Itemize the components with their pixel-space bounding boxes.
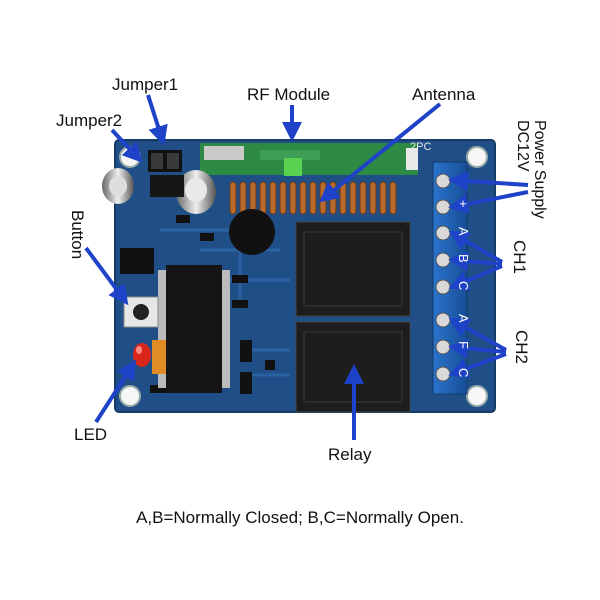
dip-ic: [158, 265, 230, 393]
relay-label: Relay: [328, 445, 372, 464]
ch2-arrow-b: [448, 338, 507, 359]
capacitor: [176, 170, 216, 214]
callout-arrows: [84, 94, 529, 440]
terminal-a1-mark: A: [456, 227, 471, 236]
jumper2-arrow: [110, 128, 143, 163]
ch1-arrow-c: [448, 264, 503, 291]
power-arrow-2: [448, 190, 529, 214]
power-supply-line1: Power Supply: [531, 120, 548, 219]
mount-hole: [466, 385, 488, 407]
ch2-label: CH2: [512, 330, 531, 365]
antenna-arrow: [318, 102, 442, 203]
jumper1-arrow: [146, 94, 168, 146]
power-supply-label: Power Supply DC12V: [514, 120, 548, 219]
terminal-block: [432, 161, 468, 395]
power-supply-line2: DC12V: [514, 120, 531, 172]
mount-hole: [466, 146, 488, 168]
terminal-a2-mark: A: [456, 314, 471, 323]
led-arrow: [94, 359, 137, 424]
push-button: [123, 296, 159, 328]
capacitor: [102, 168, 134, 204]
ch2-arrow-c: [448, 352, 507, 378]
terminal-c1-mark: C: [456, 281, 471, 291]
led-label: LED: [74, 425, 108, 444]
ch1-label: CH1: [510, 240, 529, 275]
power-arrow-1: [448, 171, 529, 192]
terminal-b2-mark: F: [456, 341, 471, 349]
rf-module: [200, 143, 418, 176]
jumper-header: [148, 150, 184, 197]
smd-components: [150, 215, 275, 394]
terminal-plus-mark: +: [456, 200, 471, 208]
jumper1-label: Jumper1: [112, 75, 179, 94]
jumper2-label: Jumper2: [56, 111, 123, 130]
rf-code-mark: 2PC: [410, 141, 432, 153]
led: [133, 340, 166, 374]
ch2-arrow-a: [448, 318, 507, 352]
button-label: Button: [68, 210, 87, 260]
antenna-label: Antenna: [412, 85, 476, 104]
small-ic: [120, 248, 154, 274]
buzzer: [229, 209, 275, 255]
rf-module-label: RF Module: [247, 85, 331, 104]
caption: A,B=Normally Closed; B,C=Normally Open.: [136, 508, 464, 527]
ch1-arrow-a: [448, 230, 504, 264]
mount-hole: [119, 385, 141, 407]
button-arrow: [84, 246, 129, 306]
ch1-arrow-b: [448, 251, 503, 272]
terminal-c2-mark: C: [456, 368, 471, 378]
terminal-b1-mark: B: [456, 254, 471, 263]
relay-1: [295, 221, 411, 317]
